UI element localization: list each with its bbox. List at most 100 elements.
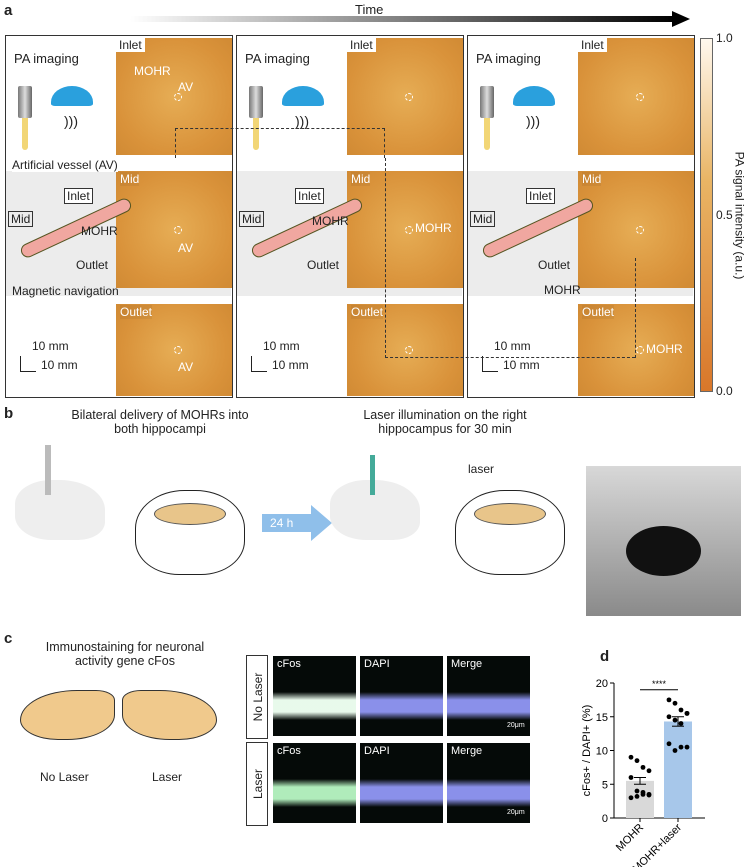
micrograph-no-laser-cfos: cFos <box>272 655 357 737</box>
light-beam-icon <box>22 118 28 150</box>
vessel-marker <box>405 226 413 234</box>
scale-axes-icon <box>482 356 498 372</box>
data-point <box>672 717 678 723</box>
x-tick-label: MOHR <box>614 822 646 854</box>
pa-image-mid: Mid <box>578 171 694 288</box>
laser-fiber-icon <box>370 455 375 495</box>
channel-label: cFos <box>277 745 301 757</box>
time-arrow <box>130 16 675 22</box>
bar-MOHR+laser <box>664 721 692 818</box>
ultrasound-waves-icon: ))) <box>526 113 540 129</box>
scalebar-label: 20μm <box>507 722 525 729</box>
panel-c-label: c <box>4 630 13 647</box>
scale-axes-icon <box>20 356 36 372</box>
pa-image-label: Mid <box>582 172 602 186</box>
schematic-outlet: Outlet <box>76 258 109 272</box>
data-point <box>678 744 684 750</box>
significance-label: **** <box>652 679 667 689</box>
time-label: Time <box>355 2 384 17</box>
vessel-marker <box>405 93 413 101</box>
data-point <box>628 795 634 801</box>
pa-image-inlet: Inlet <box>347 38 463 155</box>
scale-x: 10 mm <box>41 358 78 372</box>
colorbar-mid: 0.5 <box>716 208 733 222</box>
data-point <box>634 758 640 764</box>
pa-image-outlet: Outlet <box>347 304 463 396</box>
row-no-laser: No Laser <box>251 672 265 722</box>
ultrasound-waves-icon: ))) <box>64 113 78 129</box>
pa-image-label: Outlet <box>120 305 153 319</box>
schematic-mohr: MOHR <box>81 224 118 238</box>
data-point <box>672 748 678 753</box>
ultrasound-waves-icon: ))) <box>295 113 309 129</box>
step2-text: Laser illumination on the right hippocam… <box>363 408 527 436</box>
data-point <box>684 710 690 716</box>
data-point <box>666 741 672 747</box>
micrograph-laser-dapi: DAPI <box>359 742 444 824</box>
y-axis-label: cFos+ / DAPI+ (%) <box>581 705 593 797</box>
arrow-24h-label: 24 h <box>270 516 294 530</box>
y-tick-label: 15 <box>596 712 608 724</box>
micrograph-no-laser-merge: Merge 20μm <box>446 655 531 737</box>
channel-label: cFos <box>277 658 301 670</box>
data-point <box>634 788 640 794</box>
av-label: AV <box>178 360 194 374</box>
light-beam-icon <box>253 118 259 150</box>
tracking-dashed-path <box>175 128 385 158</box>
schematic-inlet: Inlet <box>526 188 555 204</box>
y-tick-label: 0 <box>602 813 608 825</box>
colorbar-min: 0.0 <box>716 384 733 398</box>
y-tick-label: 20 <box>596 678 608 690</box>
vessel-marker <box>405 346 413 354</box>
micrograph-laser-cfos: cFos <box>272 742 357 824</box>
colorbar-label: PA signal intensity (a.u.) <box>732 151 747 280</box>
magnet-icon <box>51 86 93 106</box>
micrograph-no-laser-dapi: DAPI <box>359 655 444 737</box>
scale-y: 10 mm <box>263 339 300 353</box>
pa-image-label: Mid <box>351 172 371 186</box>
pa-imaging-label: PA imaging <box>245 51 310 66</box>
vessel-marker <box>636 226 644 234</box>
schematic-outlet: Outlet <box>538 258 571 272</box>
data-point <box>628 775 634 780</box>
step1-text: Bilateral delivery of MOHRs into both hi… <box>71 408 249 436</box>
schematic-mohr: MOHR <box>544 283 581 297</box>
pa-image-label: Inlet <box>116 38 145 52</box>
y-tick-label: 10 <box>596 746 608 758</box>
brain-section-2 <box>455 490 565 575</box>
hippocampus-right <box>122 690 217 740</box>
syringe-icon <box>45 445 51 495</box>
schematic-outlet: Outlet <box>307 258 340 272</box>
data-point <box>628 754 634 760</box>
data-point <box>646 792 652 798</box>
data-point <box>634 794 640 799</box>
scale-x: 10 mm <box>272 358 309 372</box>
channel-label: Merge <box>451 658 483 670</box>
data-point <box>640 764 646 770</box>
mohr-label: MOHR <box>415 221 452 235</box>
data-point <box>666 697 672 703</box>
mohr-label: MOHR <box>134 64 171 78</box>
tracking-dashed-path <box>385 158 635 358</box>
pa-image-label: Inlet <box>347 38 376 52</box>
av-label: AV <box>178 241 194 255</box>
data-point <box>678 707 684 713</box>
time-arrow-head-icon <box>672 11 690 27</box>
scale-y: 10 mm <box>494 339 531 353</box>
pa-image-inlet: Inlet <box>578 38 694 155</box>
brain-section-1 <box>135 490 245 575</box>
pa-imaging-label: PA imaging <box>14 51 79 66</box>
vessel-marker <box>636 93 644 101</box>
panel-c-title: Immunostaining for neuronal activity gen… <box>45 640 205 668</box>
data-point <box>646 768 652 774</box>
mouse-illustration-1 <box>15 480 105 540</box>
magnet-icon <box>513 86 555 106</box>
laser-label: laser <box>468 462 495 476</box>
